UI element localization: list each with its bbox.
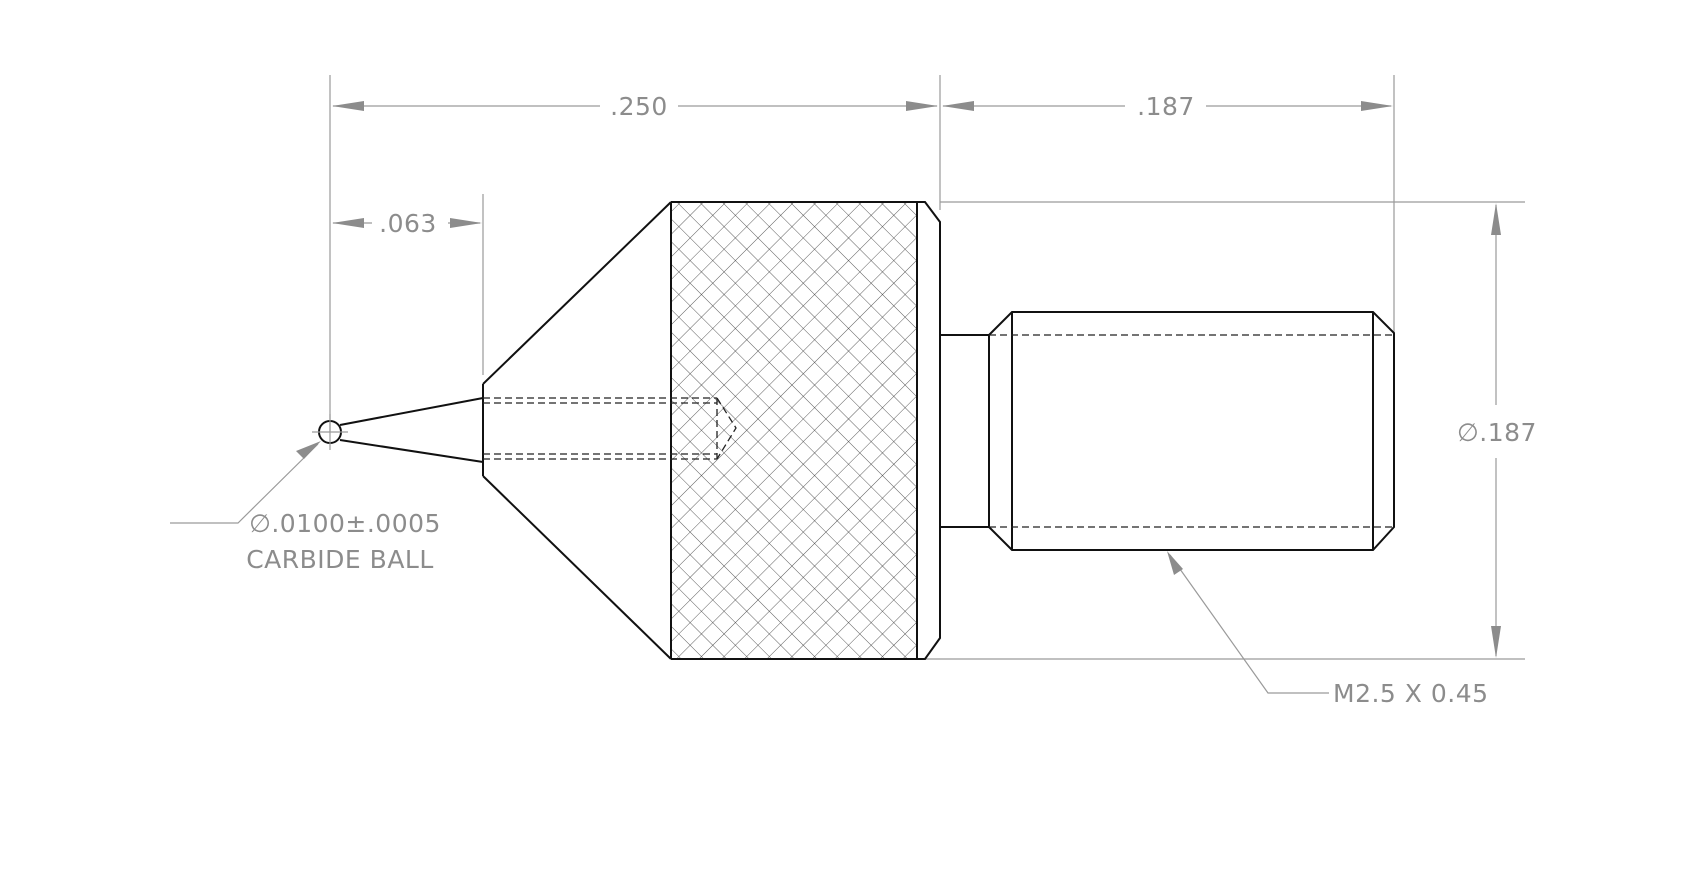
dimension-label-250: .250 xyxy=(610,92,668,121)
leader-line-thread xyxy=(1169,554,1329,694)
callout-carbide-ball: ∅.0100±.0005 CARBIDE BALL xyxy=(170,441,441,574)
arrowhead-left xyxy=(332,218,364,228)
dimension-diameter-187: ∅.187 xyxy=(925,201,1537,660)
dimension-063: .063 xyxy=(332,194,484,375)
callout-thread-spec: M2.5 X 0.45 xyxy=(1333,679,1489,708)
needle-bottom-edge xyxy=(339,439,484,463)
callout-ball-material: CARBIDE BALL xyxy=(246,545,434,574)
knurled-grip xyxy=(670,201,918,660)
dimension-250: .250 xyxy=(329,75,941,432)
leader-line-ball xyxy=(170,443,319,524)
threaded-shank xyxy=(988,311,1395,551)
arrowhead-left xyxy=(942,101,974,111)
shoulder-chamfer xyxy=(917,201,941,660)
cone-top-edge xyxy=(482,201,672,385)
dimension-label-diameter: ∅.187 xyxy=(1457,418,1537,447)
dimension-187-length: .187 xyxy=(942,75,1395,335)
arrowhead-bottom xyxy=(1491,626,1501,658)
leader-arrowhead xyxy=(1167,551,1183,575)
needle-top-edge xyxy=(339,397,484,426)
arrowhead-top xyxy=(1491,203,1501,235)
stylus-part xyxy=(312,201,1395,660)
dimension-label-063: .063 xyxy=(379,209,437,238)
arrowhead-right xyxy=(906,101,938,111)
hidden-bore xyxy=(483,397,737,460)
callout-thread: M2.5 X 0.45 xyxy=(1167,551,1489,708)
callout-ball-diameter: ∅.0100±.0005 xyxy=(249,509,441,538)
dimension-label-187: .187 xyxy=(1137,92,1195,121)
leader-arrowhead xyxy=(296,441,321,459)
arrowhead-right xyxy=(450,218,482,228)
cone-bottom-edge xyxy=(482,475,672,660)
arrowhead-left xyxy=(332,101,364,111)
arrowhead-right xyxy=(1361,101,1393,111)
